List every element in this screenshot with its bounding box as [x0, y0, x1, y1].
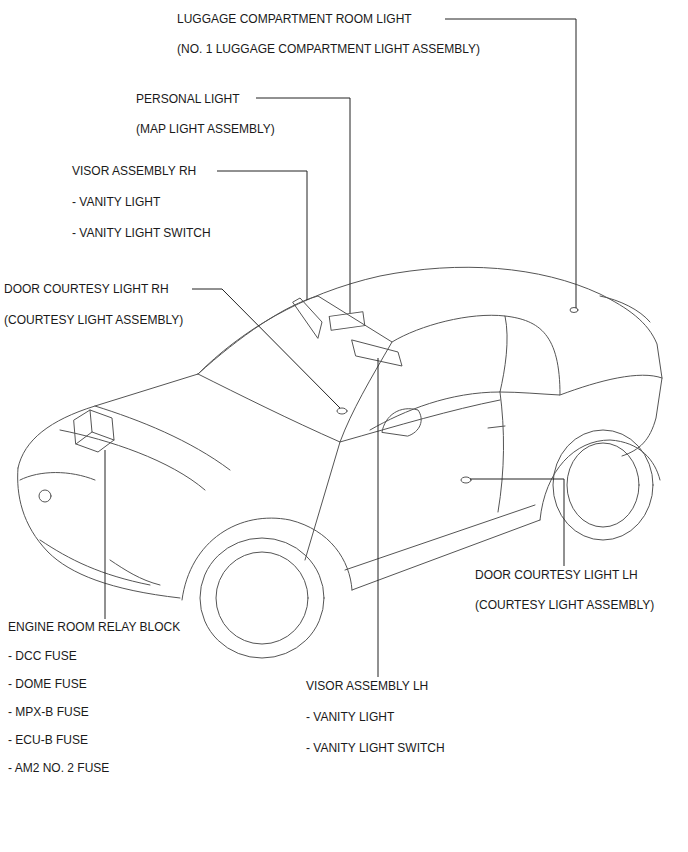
- part-label: - VANITY LIGHT SWITCH: [72, 226, 211, 240]
- part-label: DOOR COURTESY LIGHT RH: [4, 282, 169, 296]
- part-label: VISOR ASSEMBLY RH: [72, 164, 196, 178]
- part-label: LUGGAGE COMPARTMENT ROOM LIGHT: [177, 12, 412, 26]
- part-label: DOOR COURTESY LIGHT LH: [475, 568, 638, 582]
- part-label: (COURTESY LIGHT ASSEMBLY): [475, 598, 654, 612]
- part-label: - DOME FUSE: [8, 677, 87, 691]
- part-label: (COURTESY LIGHT ASSEMBLY): [4, 313, 183, 327]
- part-label: PERSONAL LIGHT: [136, 92, 240, 106]
- part-label: - DCC FUSE: [8, 649, 77, 663]
- part-label: - VANITY LIGHT: [306, 710, 394, 724]
- part-label: (NO. 1 LUGGAGE COMPARTMENT LIGHT ASSEMBL…: [177, 42, 480, 56]
- part-label: ENGINE ROOM RELAY BLOCK: [8, 620, 180, 634]
- part-label: - MPX-B FUSE: [8, 705, 89, 719]
- part-label: - VANITY LIGHT: [72, 195, 160, 209]
- part-label: (MAP LIGHT ASSEMBLY): [136, 122, 275, 136]
- part-label: - AM2 NO. 2 FUSE: [8, 761, 109, 775]
- part-label: - ECU-B FUSE: [8, 733, 88, 747]
- part-label: - VANITY LIGHT SWITCH: [306, 741, 445, 755]
- part-label: VISOR ASSEMBLY LH: [306, 679, 428, 693]
